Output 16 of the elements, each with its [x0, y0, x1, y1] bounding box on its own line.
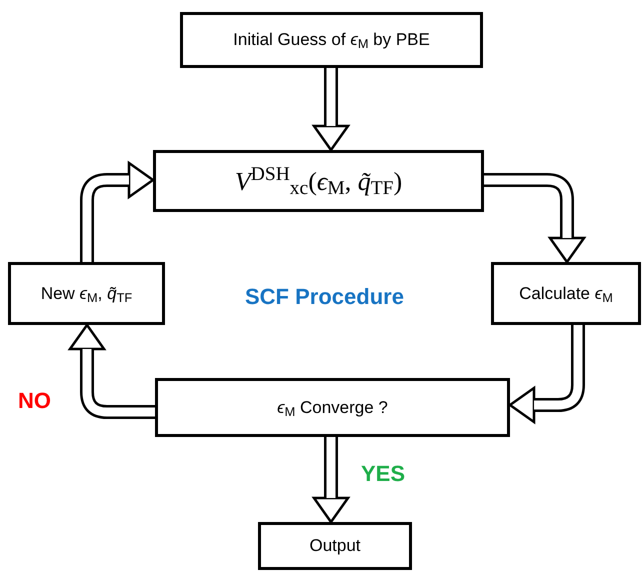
edge-label: NO	[18, 387, 51, 415]
block-arrow	[312, 437, 350, 524]
box-text: Output	[309, 535, 361, 558]
process-box	[180, 12, 483, 68]
box-text: Calculate ϵ$_{M}$	[519, 282, 613, 306]
edge-label: YES	[361, 460, 406, 488]
box-text: V$^{DSH}$$_{xc}$(ϵ$_{M}$, q̃$_{TF}$)	[234, 162, 402, 200]
box-text: Initial Guess of ϵ$_{M}$ by PBE	[233, 29, 430, 53]
block-arrow	[312, 68, 350, 152]
block-arrow	[508, 325, 585, 424]
box-text: ϵ$_{M}$ Converge ?	[277, 396, 388, 420]
box-text: New ϵ$_{M}$, q̃$_{TF}$	[40, 282, 132, 306]
procedure-label: SCF Procedure	[245, 283, 404, 311]
block-arrow	[484, 173, 586, 264]
block-arrow	[68, 322, 155, 419]
block-arrow	[80, 160, 156, 262]
